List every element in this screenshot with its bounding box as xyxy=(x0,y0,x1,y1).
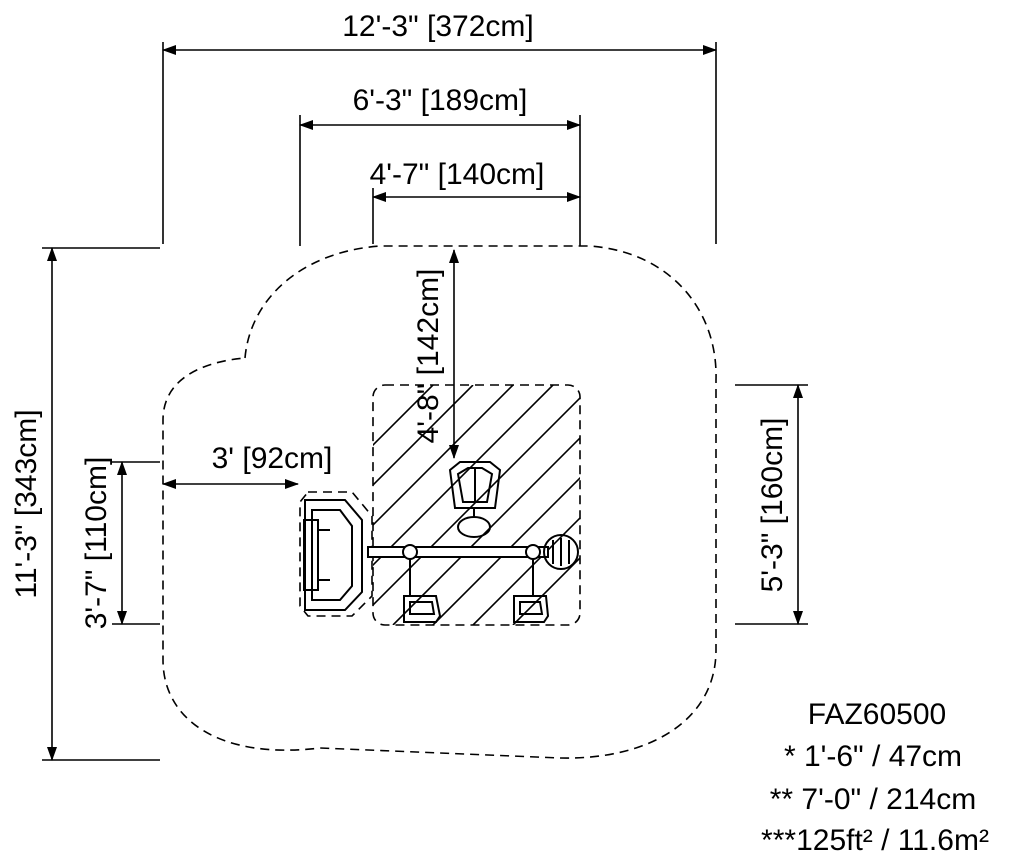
dimension-upper-depth: 4'-8" [142cm] xyxy=(412,249,459,459)
dimension-left-height: 3'-7" [110cm] xyxy=(80,457,160,630)
fall-height-spec: * 1'-6" / 47cm xyxy=(784,740,962,773)
total-width-label: 12'-3" [372cm] xyxy=(342,10,533,43)
left-clearance-label: 3' [92cm] xyxy=(212,442,333,475)
spec-block: FAZ60500 * 1'-6" / 47cm ** 7'-0" / 214cm… xyxy=(761,698,989,857)
equipment-footprint xyxy=(372,384,581,626)
free-height-spec: ** 7'-0" / 214cm xyxy=(770,783,976,816)
dimension-left-clearance: 3' [92cm] xyxy=(162,442,333,489)
upper-width-label: 6'-3" [189cm] xyxy=(353,84,528,117)
right-height-label: 5'-3" [160cm] xyxy=(756,418,789,593)
dimension-total-width: 12'-3" [372cm] xyxy=(162,10,717,244)
dimension-upper-width: 6'-3" [189cm] xyxy=(299,84,581,246)
dimension-total-height: 11'-3" [343cm] xyxy=(10,247,160,761)
model-number: FAZ60500 xyxy=(808,698,946,731)
fitness-beam xyxy=(367,544,549,595)
left-height-label: 3'-7" [110cm] xyxy=(80,457,113,630)
bench-seat xyxy=(299,491,373,617)
right-pedal xyxy=(513,595,550,623)
area-spec: ***125ft² / 11.6m² xyxy=(761,824,989,857)
upper-seat xyxy=(448,461,502,538)
upper-depth-label: 4'-8" [142cm] xyxy=(412,269,445,444)
safety-zone-outline xyxy=(162,245,717,759)
left-pedal xyxy=(403,595,442,623)
right-end-fixture xyxy=(543,534,579,570)
total-height-label: 11'-3" [343cm] xyxy=(10,409,43,598)
dimension-right-height: 5'-3" [160cm] xyxy=(735,384,808,625)
dimension-inner-width: 4'-7" [140cm] xyxy=(370,158,581,244)
inner-width-label: 4'-7" [140cm] xyxy=(370,158,545,191)
